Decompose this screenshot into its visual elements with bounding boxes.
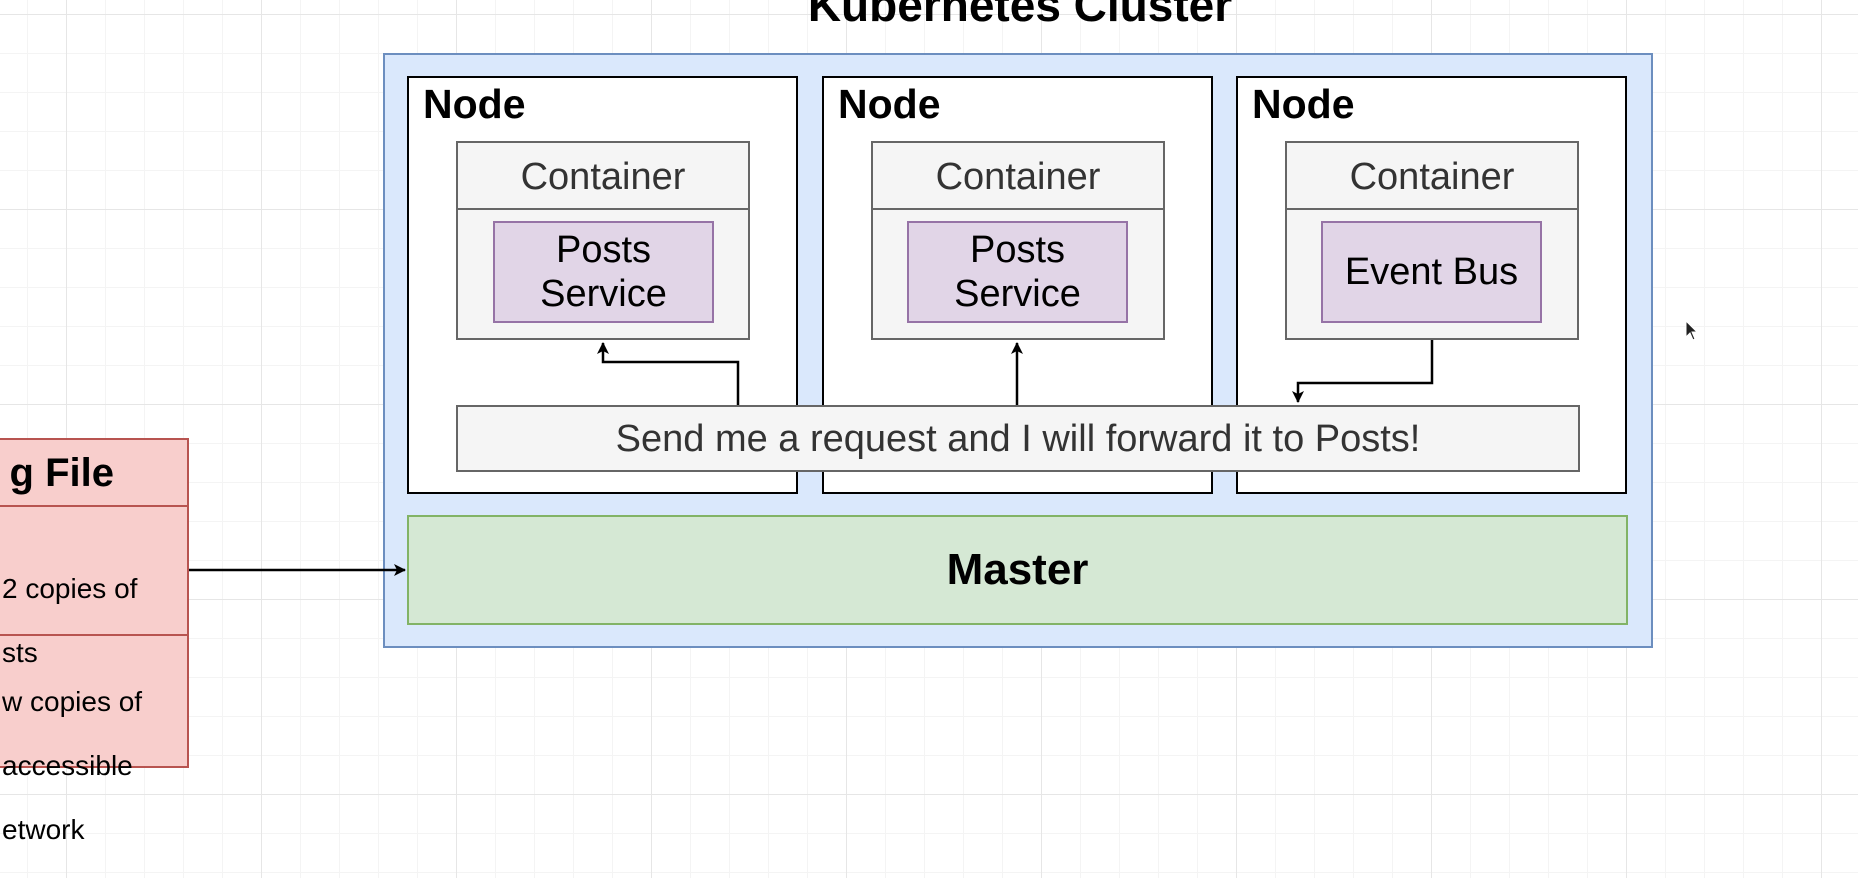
node-title: Node — [838, 81, 941, 127]
config-row-text: accessible — [2, 750, 133, 781]
config-row-text: sts — [2, 637, 38, 668]
mouse-pointer-icon — [1685, 320, 1699, 341]
node-title: Node — [1252, 81, 1355, 127]
node-title: Node — [423, 81, 526, 127]
container-label: Container — [873, 143, 1163, 210]
container-label: Container — [458, 143, 748, 210]
config-file-row-2: w copies of accessible etwork — [0, 636, 187, 878]
config-file[interactable]: g File 2 copies of sts w copies of acces… — [0, 438, 189, 845]
config-file-title: g File — [0, 440, 187, 507]
cluster-title: Kubernetes Cluster — [807, 0, 1233, 31]
config-file-row-1: 2 copies of sts — [0, 507, 187, 668]
container-label: Container — [1287, 143, 1577, 210]
posts-service-1[interactable]: Posts Service — [493, 221, 714, 323]
load-balancer-service[interactable]: Send me a request and I will forward it … — [456, 405, 1580, 472]
event-bus-service[interactable]: Event Bus — [1321, 221, 1542, 323]
master-node[interactable]: Master — [407, 515, 1628, 625]
config-row-text: etwork — [2, 814, 85, 845]
config-row-text: w copies of — [2, 686, 143, 717]
posts-service-2[interactable]: Posts Service — [907, 221, 1128, 323]
config-row-text: 2 copies of — [2, 573, 138, 604]
